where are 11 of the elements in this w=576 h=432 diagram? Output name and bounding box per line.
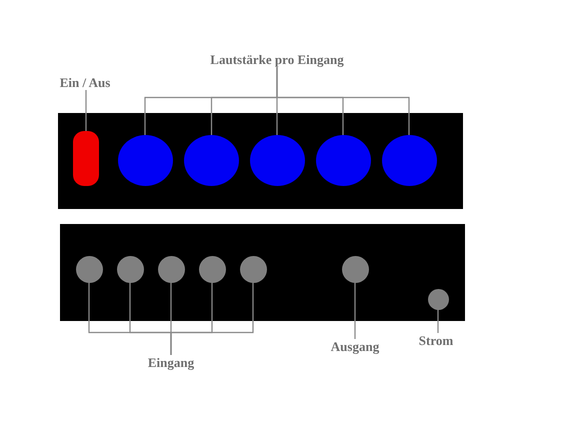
callout-label: Ausgang <box>330 339 380 354</box>
power-switch <box>73 131 99 186</box>
leader-line <box>354 282 356 339</box>
callout-label: Eingang <box>148 355 194 370</box>
leader-line <box>85 90 87 131</box>
leader-line <box>437 310 439 333</box>
callout-label: Strom <box>418 333 454 348</box>
leader-line <box>276 67 410 135</box>
callout-label: Ein / Aus <box>60 75 110 90</box>
callout-label: Lautstärke pro Eingang <box>210 52 344 67</box>
leader-line <box>170 282 254 355</box>
